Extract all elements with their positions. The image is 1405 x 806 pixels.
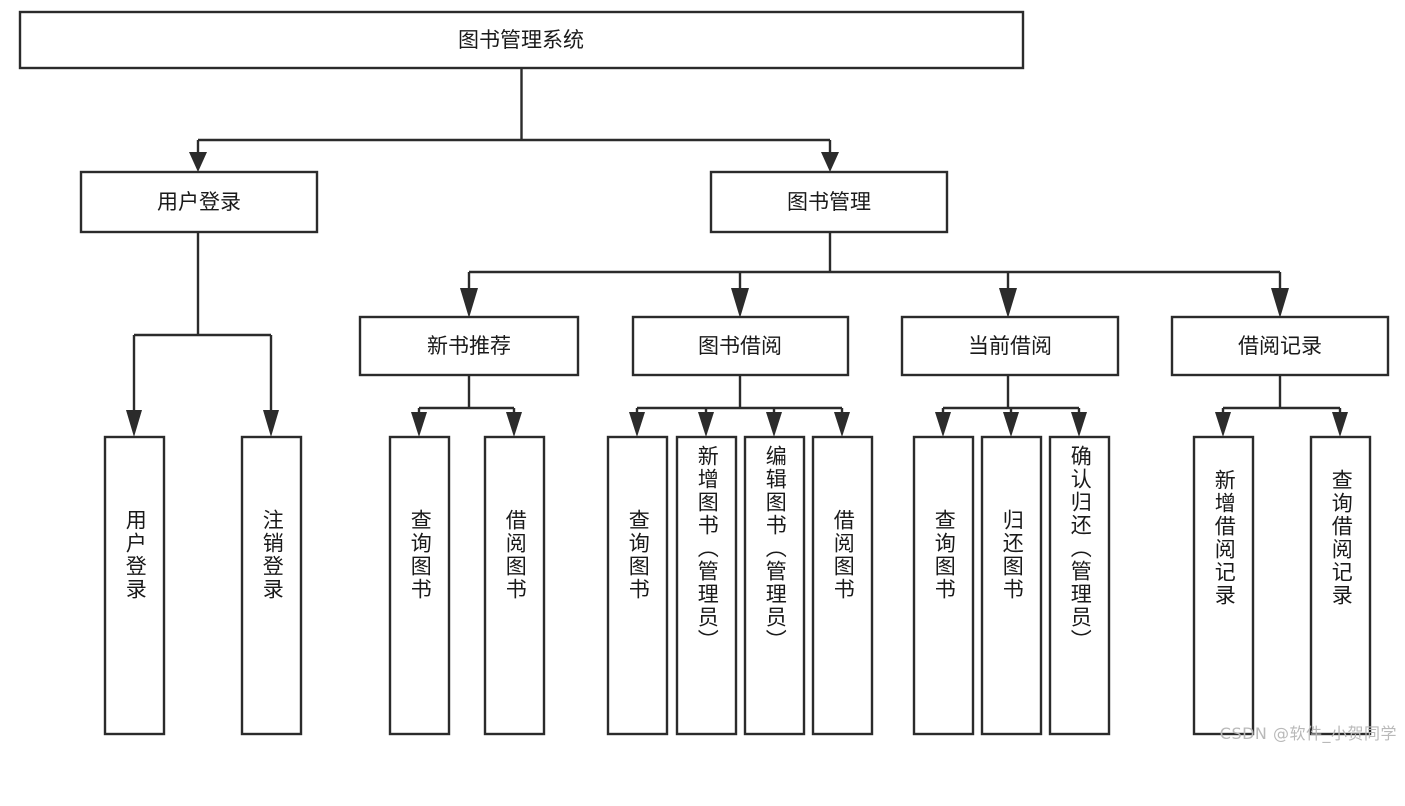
connectors-borrow-record-to-leaves: [1215, 375, 1348, 437]
leaf-box-borrow-book-1[interactable]: [483, 435, 546, 736]
node-new-book-recommend-box[interactable]: [358, 315, 580, 377]
connectors-current-borrow-to-leaves: [935, 375, 1087, 437]
connectors-book-manage-to-level2: [460, 232, 1289, 318]
leaf-box-edit-book[interactable]: [743, 435, 806, 736]
leaf-boxes-book-borrow: [606, 435, 874, 736]
node-book-manage[interactable]: 图书管理: [709, 170, 949, 234]
node-root[interactable]: 图书管理系统: [18, 10, 1025, 70]
watermark-text: CSDN @软件_小贺同学: [1219, 724, 1397, 743]
leaf-boxes-current-borrow: [912, 435, 1111, 736]
arrow-head-leaf-confirm-return: [1071, 412, 1087, 437]
leaf-box-return-book[interactable]: [980, 435, 1043, 736]
node-book-borrow[interactable]: 图书借阅: [631, 315, 850, 377]
node-book-borrow-box[interactable]: [631, 315, 850, 377]
leaf-box-query-book-1[interactable]: [388, 435, 451, 736]
arrow-head-leaf-edit-book: [766, 412, 782, 437]
node-current-borrow-label: 当前借阅: [968, 334, 1052, 358]
arrow-head-leaf-user-login: [126, 410, 142, 437]
arrow-head-leaf-borrow-book-1: [506, 412, 522, 437]
leaf-box-query-book-2[interactable]: [606, 435, 669, 736]
connectors-user-login-to-leaves: [126, 232, 279, 437]
arrow-head-leaf-add-book: [698, 412, 714, 437]
arrow-head-borrow-record: [1271, 288, 1289, 318]
connectors-root-to-level1: [189, 68, 839, 172]
diagram-canvas: 图书管理系统 用户登录 图书管理 新书推荐 图书借阅 当前借阅 借阅记录: [18, 10, 1397, 743]
node-current-borrow[interactable]: 当前借阅: [900, 315, 1120, 377]
node-borrow-record[interactable]: 借阅记录: [1170, 315, 1390, 377]
arrow-head-leaf-borrow-book-2: [834, 412, 850, 437]
arrow-head-leaf-query-book-1: [411, 412, 427, 437]
leaf-box-add-book[interactable]: [675, 435, 738, 736]
node-book-manage-box[interactable]: [709, 170, 949, 234]
leaf-box-query-record[interactable]: [1309, 435, 1372, 736]
node-user-login-label: 用户登录: [157, 190, 241, 214]
arrow-head-leaf-add-record: [1215, 412, 1231, 437]
leaf-box-confirm-return[interactable]: [1048, 435, 1111, 736]
node-book-borrow-label: 图书借阅: [698, 334, 782, 358]
connectors-book-borrow-to-leaves: [629, 375, 850, 437]
leaf-boxes-user-login: [103, 435, 303, 736]
leaf-boxes-new-book-recommend: [388, 435, 546, 736]
node-root-label: 图书管理系统: [458, 28, 584, 52]
node-borrow-record-label: 借阅记录: [1238, 334, 1322, 358]
arrow-head-leaf-query-book-3: [935, 412, 951, 437]
node-borrow-record-box[interactable]: [1170, 315, 1390, 377]
node-user-login[interactable]: 用户登录: [79, 170, 319, 234]
leaf-box-user-login[interactable]: [103, 435, 166, 736]
arrow-head-new-book: [460, 288, 478, 318]
node-current-borrow-box[interactable]: [900, 315, 1120, 377]
arrow-head-leaf-logout: [263, 410, 279, 437]
node-new-book-recommend[interactable]: 新书推荐: [358, 315, 580, 377]
leaf-boxes-borrow-record: [1192, 435, 1372, 736]
arrow-head-leaf-query-book-2: [629, 412, 645, 437]
node-book-manage-label: 图书管理: [787, 190, 871, 214]
tree-diagram: 图书管理系统 用户登录 图书管理 新书推荐 图书借阅 当前借阅 借阅记录: [18, 10, 1390, 736]
arrow-head-leaf-query-record: [1332, 412, 1348, 437]
arrow-head-book-borrow: [731, 288, 749, 318]
leaf-box-logout[interactable]: [240, 435, 303, 736]
arrow-head-book-manage: [821, 152, 839, 172]
leaf-box-add-record[interactable]: [1192, 435, 1255, 736]
node-root-box[interactable]: [18, 10, 1025, 70]
node-new-book-recommend-label: 新书推荐: [427, 334, 511, 358]
arrow-head-current-borrow: [999, 288, 1017, 318]
arrow-head-leaf-return-book: [1003, 412, 1019, 437]
node-user-login-box[interactable]: [79, 170, 319, 234]
connectors-new-book-to-leaves: [411, 375, 522, 437]
leaf-box-query-book-3[interactable]: [912, 435, 975, 736]
arrow-head-user-login: [189, 152, 207, 172]
leaf-box-borrow-book-2[interactable]: [811, 435, 874, 736]
